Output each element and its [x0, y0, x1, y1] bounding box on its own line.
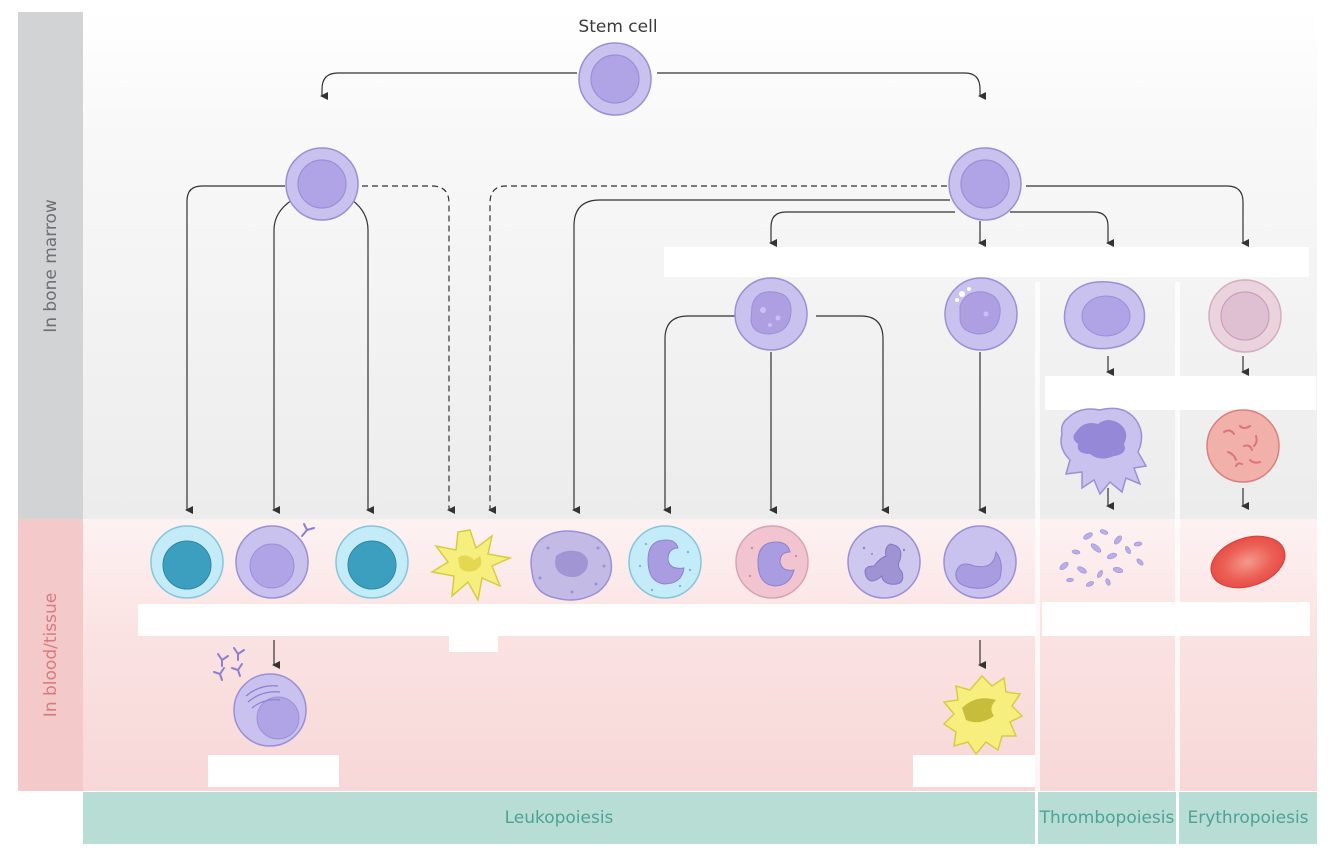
myeloid-progenitor-cell — [948, 147, 1022, 221]
eosinophil-cell — [735, 525, 809, 599]
megakaryoblast-cell — [1063, 281, 1146, 350]
column-divider-erythro — [1175, 282, 1180, 792]
thrombopoiesis-footer: Thrombopoiesis — [1038, 792, 1176, 844]
megakaryocyte-cell — [1060, 407, 1148, 496]
label-box-myeloid-progenitors — [664, 247, 1309, 277]
leukopoiesis-footer: Leukopoiesis — [83, 792, 1035, 844]
connectors — [185, 72, 1249, 669]
monocyte-cell — [943, 525, 1017, 599]
bone-marrow-band: In bone marrow — [18, 12, 83, 519]
label-box-dendritic — [449, 630, 498, 652]
blood-tissue-band: In blood/tissue — [18, 519, 83, 791]
label-box-leukocytes — [138, 604, 1036, 636]
basophil-cell — [628, 525, 702, 599]
column-divider-thrombo — [1035, 282, 1040, 792]
erythrocyte-cell — [1210, 535, 1286, 589]
label-box-plasma-cell — [208, 755, 339, 787]
mast-cell — [530, 530, 613, 601]
label-box-platelets-rbc — [1042, 602, 1310, 636]
erythropoiesis-footer: Erythropoiesis — [1179, 792, 1317, 844]
stem-cell-title: Stem cell — [578, 17, 658, 37]
monoblast-cell — [944, 277, 1018, 351]
platelets — [1059, 529, 1144, 587]
lymphoid-progenitor-cell — [285, 147, 359, 221]
neutrophil-cell — [847, 525, 921, 599]
t-lymphocyte-cell — [335, 525, 409, 599]
b-lymphocyte-cell — [150, 525, 224, 599]
macrophage-cell — [942, 674, 1024, 756]
myeloblast-cell — [734, 277, 808, 351]
plasma-cell — [233, 673, 307, 747]
b-cell-with-receptor — [235, 523, 315, 599]
antibody-icons — [213, 647, 245, 681]
proerythroblast-cell — [1208, 279, 1282, 353]
label-box-precursors — [1045, 376, 1316, 410]
reticulocyte-cell — [1206, 409, 1280, 483]
label-box-macrophage — [913, 755, 1035, 787]
dendritic-cell — [429, 529, 513, 603]
stem-cell — [578, 42, 652, 116]
